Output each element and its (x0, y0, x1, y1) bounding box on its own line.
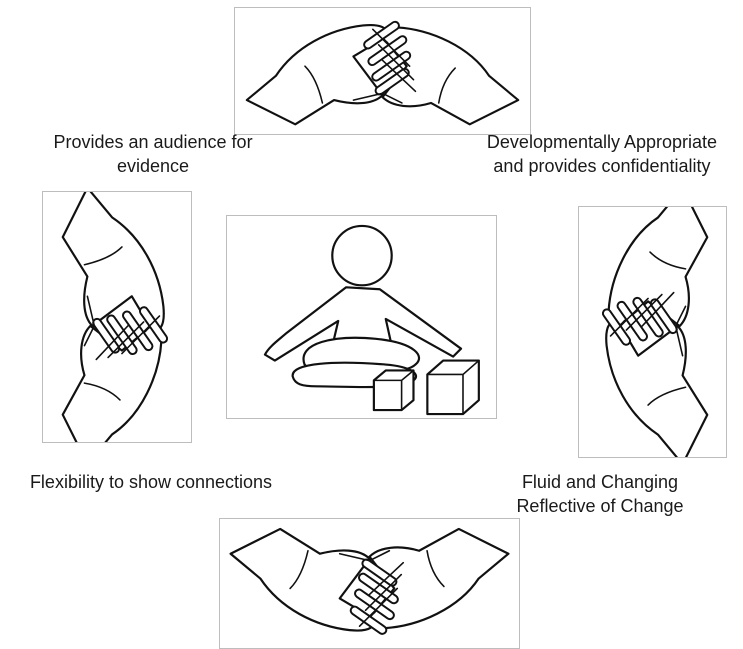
child-playing-blocks-icon (263, 224, 480, 416)
label-top-right: Developmentally Appropriate and provides… (486, 132, 718, 176)
label-bottom-right: Fluid and Changing Reflective of Change (516, 472, 684, 516)
clasped-hands-icon (61, 192, 170, 442)
right-hands-panel (578, 206, 727, 458)
label-bottom-left: Flexibility to show connections (29, 472, 273, 492)
label-top-left: Provides an audience for evidence (53, 132, 253, 176)
clasped-hands-icon (600, 207, 709, 457)
bottom-hands-panel (219, 518, 520, 649)
clasped-hands-icon (245, 19, 520, 126)
center-child-panel (226, 215, 497, 419)
top-hands-panel (234, 7, 531, 135)
left-hands-panel (42, 191, 192, 443)
clasped-hands-icon (229, 527, 510, 637)
